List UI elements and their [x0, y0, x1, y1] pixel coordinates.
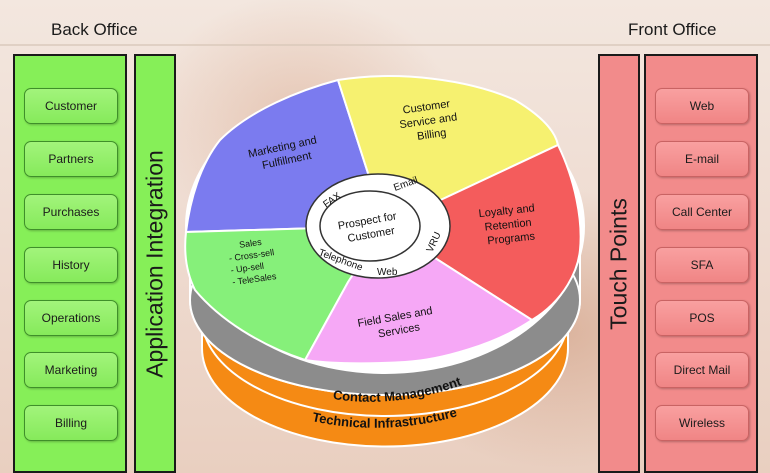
application-integration-column: Application Integration: [134, 54, 176, 473]
back-office-item-customer: Customer: [24, 88, 118, 124]
inner-center-ring: [319, 190, 421, 262]
segment-loyalty-retention: [382, 143, 582, 322]
back-office-item-partners: Partners: [24, 141, 118, 177]
front-office-column: Web E-mail Call Center SFA POS Direct Ma…: [644, 54, 758, 473]
segment-label-loyalty: Loyalty and Retention Programs: [478, 202, 541, 248]
back-office-item-operations: Operations: [24, 300, 118, 336]
front-office-item-call-center: Call Center: [655, 194, 749, 230]
back-office-item-history: History: [24, 247, 118, 283]
back-office-heading: Back Office: [51, 20, 138, 39]
front-office-heading: Front Office: [628, 20, 717, 39]
wheel-top-face: [184, 75, 585, 374]
front-office-item-direct-mail: Direct Mail: [655, 352, 749, 388]
back-office-item-purchases: Purchases: [24, 194, 118, 230]
ring-word-web: Web: [377, 267, 398, 278]
front-office-item-email: E-mail: [655, 141, 749, 177]
front-office-item-web: Web: [655, 88, 749, 124]
front-office-item-sfa: SFA: [655, 247, 749, 283]
touch-points-column: Touch Points: [598, 54, 640, 473]
header-divider: [0, 44, 770, 46]
back-office-item-marketing: Marketing: [24, 352, 118, 388]
front-office-item-pos: POS: [655, 300, 749, 336]
back-office-item-billing: Billing: [24, 405, 118, 441]
segment-field-sales: [303, 224, 534, 365]
back-office-column: Customer Partners Purchases History Oper…: [13, 54, 127, 473]
segment-label-sales: Sales - Cross-sell - Up-sell - TeleSales: [227, 235, 281, 287]
front-office-item-wireless: Wireless: [655, 405, 749, 441]
